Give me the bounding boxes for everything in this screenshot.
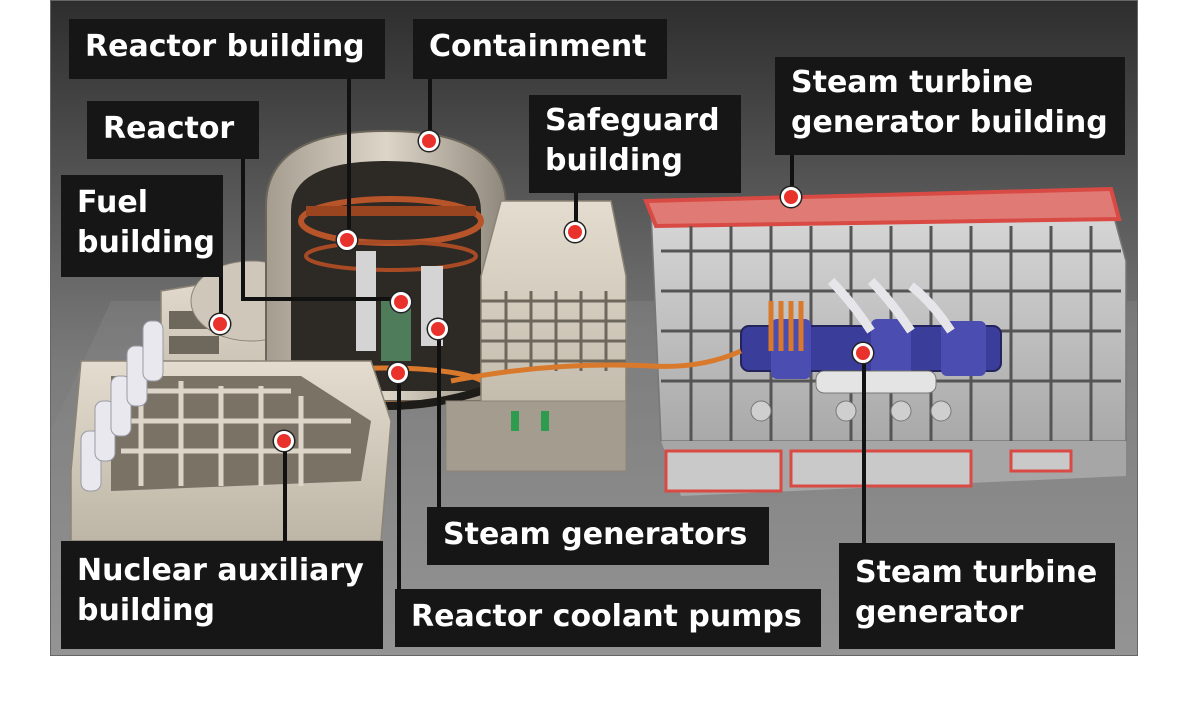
label-safeguard-building: Safeguard building bbox=[529, 95, 741, 193]
leader-steam-turbine-generator-building bbox=[790, 151, 794, 197]
leader-reactor-building bbox=[347, 77, 351, 239]
marker-steam-turbine-generator bbox=[853, 343, 873, 363]
leader-nuclear-auxiliary-building bbox=[283, 439, 287, 541]
marker-reactor-building bbox=[337, 230, 357, 250]
marker-nuclear-auxiliary-building bbox=[274, 431, 294, 451]
label-reactor: Reactor bbox=[87, 101, 259, 159]
marker-reactor bbox=[391, 292, 411, 312]
marker-steam-generators bbox=[428, 319, 448, 339]
leader-reactor-coolant-pumps bbox=[397, 373, 401, 591]
leader-steam-generators bbox=[437, 329, 441, 509]
leader-reactor-h1 bbox=[241, 157, 245, 299]
nuclear-plant-cutaway-figure: Reactor building Containment Reactor Fue… bbox=[50, 0, 1138, 656]
turbine-hall-roof bbox=[643, 186, 1122, 229]
marker-steam-turbine-generator-building bbox=[781, 187, 801, 207]
label-steam-turbine-generator-building: Steam turbine generator building bbox=[775, 57, 1125, 155]
leader-reactor-h2 bbox=[241, 297, 401, 301]
label-steam-generators: Steam generators bbox=[427, 507, 769, 565]
leader-containment bbox=[428, 77, 432, 143]
label-fuel-building: Fuel building bbox=[61, 175, 223, 277]
safeguard-building bbox=[445, 200, 627, 472]
label-steam-turbine-generator: Steam turbine generator bbox=[839, 543, 1115, 649]
label-reactor-building: Reactor building bbox=[69, 19, 385, 79]
marker-reactor-coolant-pumps bbox=[388, 363, 408, 383]
leader-steam-turbine-generator bbox=[862, 353, 866, 543]
marker-fuel-building bbox=[210, 314, 230, 334]
marker-safeguard-building bbox=[565, 222, 585, 242]
turbine-hall bbox=[450, 186, 1127, 496]
marker-containment bbox=[419, 131, 439, 151]
leader-fuel-building bbox=[219, 276, 223, 324]
leader-safeguard-building bbox=[574, 191, 578, 231]
label-reactor-coolant-pumps: Reactor coolant pumps bbox=[395, 589, 821, 647]
label-nuclear-auxiliary-building: Nuclear auxiliary building bbox=[61, 541, 383, 649]
label-containment: Containment bbox=[413, 19, 667, 79]
nuclear-auxiliary-building bbox=[70, 320, 392, 542]
